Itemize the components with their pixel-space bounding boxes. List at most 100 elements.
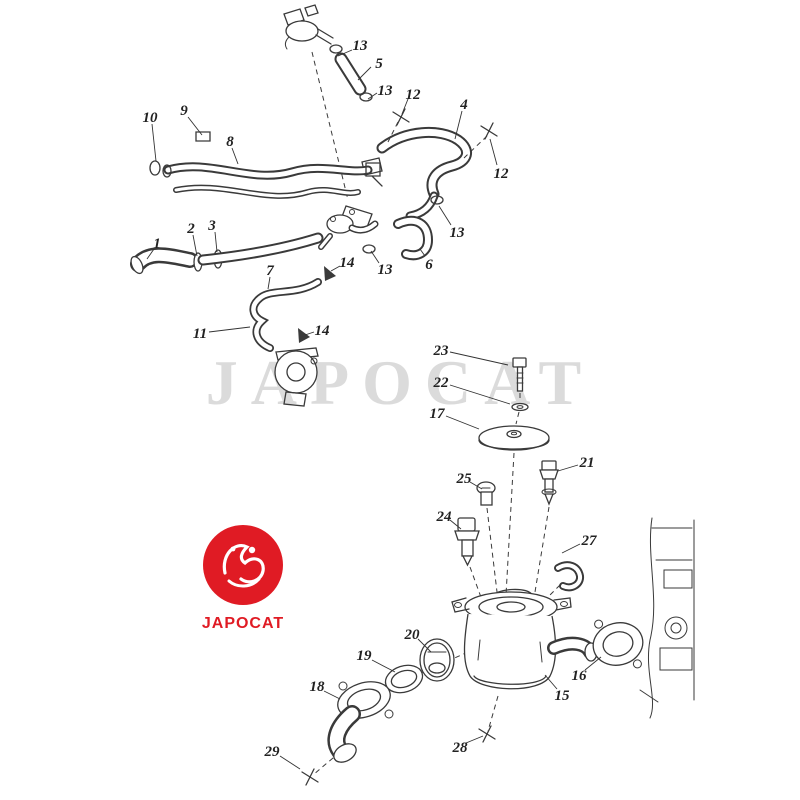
callout-leader-12 — [489, 138, 498, 166]
callout-label-20: 20 — [404, 627, 421, 643]
callout-label-13: 13 — [378, 262, 394, 278]
callout-label-13: 13 — [378, 83, 394, 99]
assembly-axis-top — [311, 51, 349, 201]
callout-leader-14 — [304, 331, 315, 336]
callout-leader-21 — [557, 464, 579, 472]
callout-label-4: 4 — [459, 97, 468, 113]
y-pipe-4 — [361, 126, 472, 221]
callout-label-21: 21 — [579, 455, 595, 471]
callout-leader-13 — [438, 205, 452, 226]
callout-leader-13 — [367, 92, 378, 100]
clamp-13-top — [329, 44, 343, 54]
washer-22 — [511, 402, 529, 412]
brand-logo-icon — [203, 525, 283, 605]
callout-label-12: 12 — [406, 87, 422, 103]
callout-leader-23 — [449, 351, 509, 366]
callout-leader-20 — [417, 638, 432, 653]
callout-label-3: 3 — [207, 218, 216, 234]
water-pump — [274, 347, 319, 407]
bypass-pipe-7-11 — [249, 278, 322, 352]
sensor-24 — [454, 517, 480, 567]
callout-label-29: 29 — [264, 744, 281, 760]
clamp-13-c — [430, 195, 444, 205]
callout-label-22: 22 — [433, 375, 450, 391]
callout-leader-5 — [357, 66, 372, 81]
clamp-13-b — [359, 92, 373, 102]
callout-label-9: 9 — [180, 103, 188, 119]
callout-label-18: 18 — [310, 679, 326, 695]
callout-leader-4 — [454, 110, 463, 140]
cap-17 — [478, 425, 550, 451]
callout-label-13: 13 — [353, 38, 369, 54]
callout-leader-24 — [449, 519, 462, 530]
water-inlet-18 — [327, 681, 394, 763]
engine-block-edge — [639, 517, 695, 719]
callout-leader-18 — [323, 690, 341, 700]
callout-leader-25 — [469, 481, 483, 490]
callout-leader-13 — [370, 250, 380, 264]
callout-label-10: 10 — [143, 110, 159, 126]
callout-leader-29 — [279, 755, 301, 770]
lower-hose-1-2-3 — [130, 232, 324, 275]
hose-6 — [393, 215, 434, 261]
callout-leader-11 — [208, 326, 251, 333]
callout-leader-27 — [561, 543, 581, 554]
callout-leader-22 — [449, 384, 511, 405]
callout-leader-19 — [371, 659, 396, 673]
plug-25 — [476, 481, 496, 506]
callout-leader-17 — [445, 415, 480, 430]
callout-label-28: 28 — [452, 740, 469, 756]
callout-leader-3 — [214, 231, 218, 253]
callout-label-17: 17 — [430, 406, 446, 422]
gasket-16 — [592, 619, 644, 669]
callout-leader-8 — [231, 147, 239, 165]
callout-label-7: 7 — [266, 263, 274, 279]
callout-leader-10 — [151, 123, 157, 162]
callout-label-1: 1 — [153, 236, 161, 252]
bolt-cross-marks — [301, 725, 496, 786]
callout-label-19: 19 — [357, 648, 373, 664]
callout-label-16: 16 — [572, 668, 588, 684]
callout-leader-16 — [584, 656, 602, 671]
callout-leader-9 — [187, 116, 203, 136]
thermostat-mid-fitting — [318, 205, 379, 254]
callout-label-2: 2 — [186, 221, 195, 237]
callout-label-23: 23 — [433, 343, 450, 359]
callout-label-14: 14 — [340, 255, 356, 271]
callout-label-14: 14 — [315, 323, 331, 339]
fitting-27 — [554, 561, 585, 592]
callout-leader-1 — [146, 248, 155, 260]
callout-leader-14 — [330, 265, 341, 272]
callout-leader-15 — [544, 674, 558, 690]
hose-5 — [334, 52, 373, 102]
callout-label-8: 8 — [226, 134, 234, 150]
callout-leader-12 — [401, 98, 409, 115]
callout-label-5: 5 — [375, 56, 383, 72]
clamp-13-d — [362, 244, 376, 254]
clip-marks-12 — [387, 108, 498, 159]
callout-leader-28 — [465, 735, 484, 744]
cross-28 — [478, 725, 496, 743]
clamp-9 — [195, 131, 211, 142]
arrow-marks-14 — [298, 266, 336, 343]
callout-label-25: 25 — [456, 471, 473, 487]
callout-label-12: 12 — [494, 166, 510, 182]
callout-label-24: 24 — [436, 509, 453, 525]
sensor-21 — [539, 460, 559, 506]
callout-leader-6 — [419, 248, 426, 257]
callout-leader-7 — [267, 276, 271, 290]
cross-29 — [301, 768, 319, 786]
clamp-10 — [149, 160, 161, 176]
callout-label-13: 13 — [450, 225, 466, 241]
callout-label-15: 15 — [555, 688, 571, 704]
brand-logo-label: JAPOCAT — [199, 615, 287, 633]
thermostat-housing-15 — [451, 588, 598, 690]
hose-8 — [149, 131, 383, 199]
callout-label-11: 11 — [193, 326, 207, 342]
callout-leader-13 — [337, 49, 353, 57]
callout-leader-2 — [192, 234, 198, 257]
brand-logo: JAPOCAT — [196, 520, 290, 633]
callout-label-6: 6 — [425, 257, 433, 273]
